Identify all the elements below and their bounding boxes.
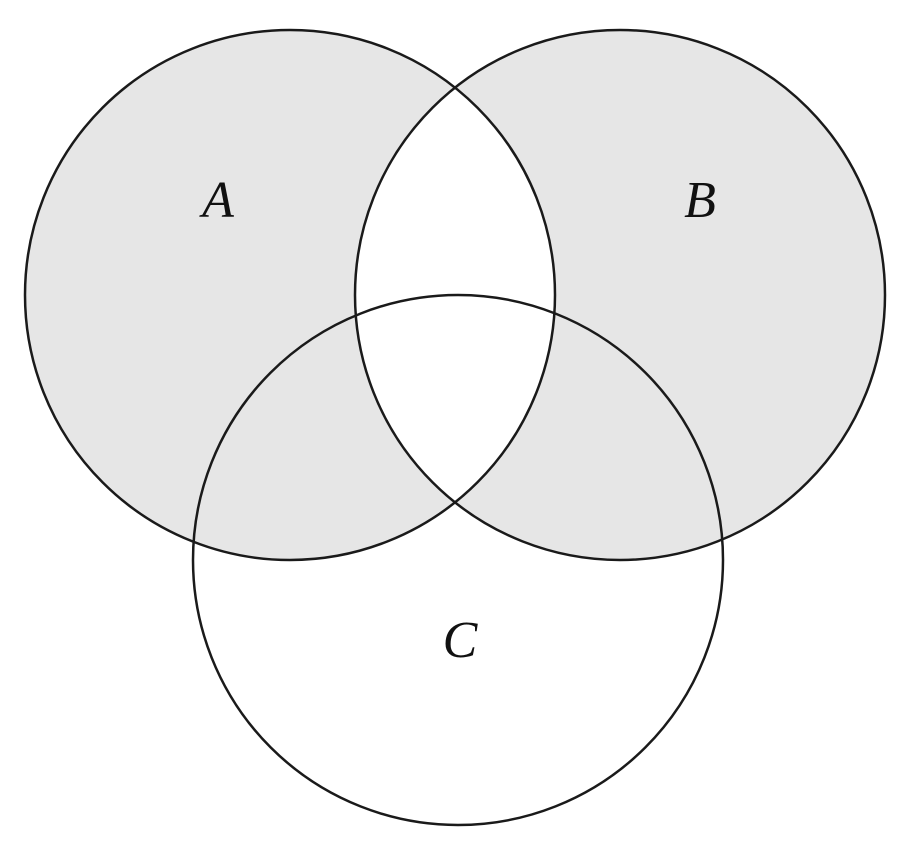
set-circle-c[interactable]: [191, 293, 725, 827]
set-circle-a[interactable]: [23, 28, 557, 562]
circle-outline-group: [23, 28, 887, 827]
set-circle-b[interactable]: [353, 28, 887, 562]
set-label-b: B: [684, 172, 716, 229]
set-label-c: C: [443, 612, 479, 669]
set-label-a: A: [199, 172, 234, 229]
set-label-group: A B C: [199, 172, 716, 669]
